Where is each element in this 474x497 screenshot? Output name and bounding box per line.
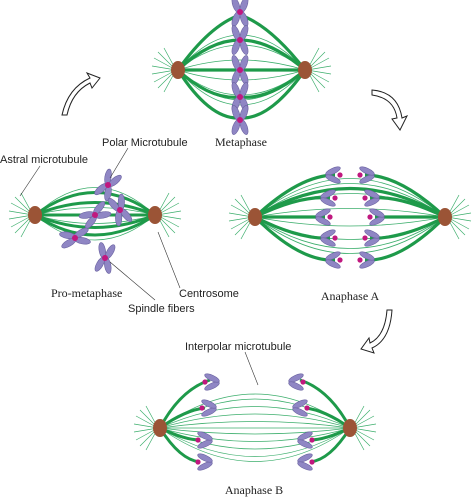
chromosome — [92, 240, 118, 276]
chromatid — [296, 429, 316, 451]
label-anaphase-a: Anaphase A — [321, 289, 380, 303]
label-spindle-fibers: Spindle fibers — [128, 303, 195, 315]
centrosome-right — [298, 61, 312, 79]
arrow-icon-top-left — [61, 72, 101, 116]
centrosome-left — [153, 419, 167, 437]
chromatid — [201, 371, 221, 393]
centrosome-left — [171, 61, 185, 79]
label-anaphase-b: Anaphase B — [225, 483, 283, 497]
chromatid — [287, 371, 307, 393]
prometaphase-leaders — [19, 147, 181, 301]
label-interpolar-microtubule: Interpolar microtubule — [185, 341, 291, 353]
label-metaphase: Metaphase — [215, 135, 267, 149]
metaphase-group: Metaphase — [151, 0, 332, 149]
leader-interpolar — [244, 351, 259, 386]
label-astral-microtubule: Astral microtubule — [0, 154, 88, 166]
centrosome-left — [248, 208, 262, 226]
chromosome — [229, 103, 251, 137]
chromatid — [296, 451, 316, 473]
anaphase-b-group: Interpolar microtubule Anaphase B — [133, 341, 377, 497]
arrow-icon-top-right — [371, 89, 409, 131]
centrosome-left — [28, 206, 42, 224]
centrosome-right — [148, 206, 162, 224]
label-polar-microtubule: Polar Microtubule — [102, 137, 188, 149]
centrosome-right — [438, 208, 452, 226]
prometaphase-group: Astral microtubule Polar Microtubule Pro… — [0, 137, 239, 315]
chromatid — [194, 429, 214, 451]
cycle-arrows — [61, 72, 409, 354]
chromatid — [291, 397, 311, 419]
anaphase-a-group: Anaphase A — [228, 164, 472, 303]
centrosome-right — [343, 419, 357, 437]
anaphase-a-spindle — [253, 173, 447, 262]
label-prometaphase: Pro-metaphase — [51, 286, 122, 300]
anaphase-b-interpolar — [159, 393, 351, 462]
chromatid — [194, 451, 214, 473]
arrow-icon-bottom-right — [360, 309, 393, 354]
label-centrosome: Centrosome — [179, 288, 239, 300]
chromosome — [229, 0, 251, 29]
chromatid — [198, 397, 218, 419]
